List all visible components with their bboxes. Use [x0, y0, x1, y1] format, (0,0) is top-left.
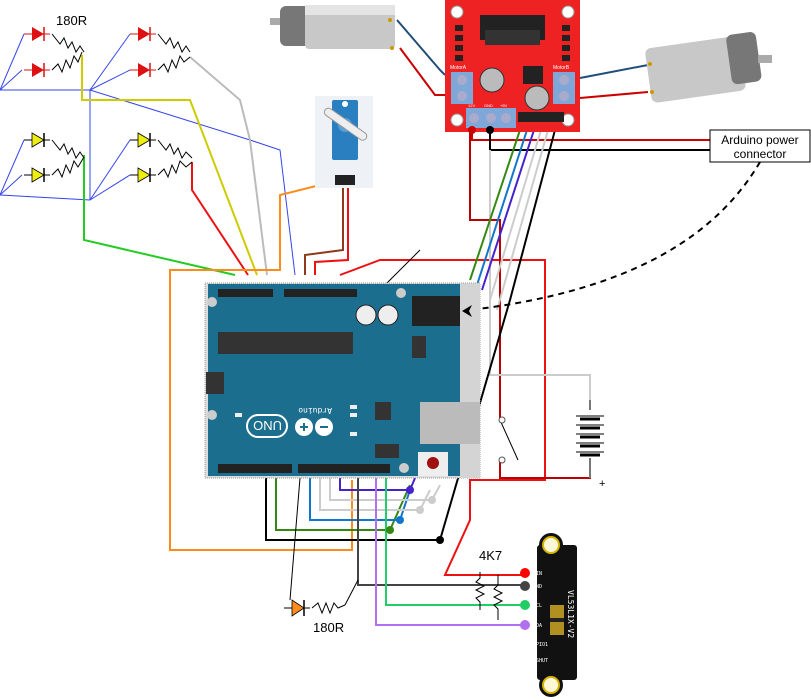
- motor-right: [645, 32, 772, 103]
- motor-left: [270, 5, 395, 50]
- led-orange: [284, 599, 346, 617]
- terminal-gnd-label: GND: [484, 103, 493, 108]
- sensor-pin-gpio1: GPIO1: [533, 642, 548, 648]
- wire-motor-left-blue: [396, 19, 446, 76]
- wire-red-5v: [339, 259, 546, 576]
- wire-motor-left-red: [399, 47, 445, 96]
- terminal-12v-label: 12V: [468, 103, 475, 108]
- wire-ena: [469, 129, 521, 281]
- arduino-uno-label: UNO: [253, 418, 282, 433]
- sensor-pin-sda: SDA: [533, 623, 542, 629]
- led-red-2: [24, 51, 83, 77]
- power-connector-label-2: connector: [734, 147, 787, 161]
- led-red-4: [130, 54, 191, 77]
- wire-gnd-led-res: [344, 579, 359, 606]
- wire-in2: [481, 129, 535, 291]
- wires: [0, 19, 761, 626]
- wire-red-led: [191, 162, 249, 276]
- sensor-pins: [520, 568, 530, 630]
- wire-green-bottom: [275, 478, 411, 531]
- pullup-label: 4K7: [479, 548, 502, 563]
- wire-in4: [496, 129, 549, 311]
- motor-b-label: MotorB: [553, 65, 570, 71]
- wire-orange: [169, 179, 353, 551]
- led-red-3: [130, 27, 191, 54]
- sensor-pin-gnd: GND: [533, 584, 542, 590]
- led-group: [24, 27, 346, 617]
- wire-black-gnd: [265, 478, 440, 541]
- arduino-board: [204, 282, 481, 479]
- arduino-brand-label: Arduino: [298, 406, 332, 415]
- battery-plus-label: +: [599, 478, 605, 490]
- wire-black-led: [289, 477, 301, 601]
- resistor-label-top: 180R: [56, 13, 87, 28]
- switch-contact-bottom: [498, 456, 506, 464]
- wire-gnd-sensor: [357, 478, 525, 586]
- arrow-head: [462, 305, 472, 317]
- switch: [499, 419, 519, 461]
- power-connector-dashed: [469, 161, 761, 311]
- motor-driver-board: [445, 0, 580, 134]
- led-red-1: [24, 27, 85, 54]
- wire-lightblue-bottom: [309, 478, 411, 521]
- led-yellow-1: [24, 132, 85, 160]
- wire-green: [83, 155, 236, 276]
- motor-a-label: MotorA: [450, 65, 467, 71]
- sensor-pin-scl: SCL: [533, 603, 542, 609]
- wire-motor-right-blue: [579, 64, 649, 79]
- battery: [576, 400, 604, 478]
- led-yellow-4: [130, 160, 193, 183]
- wire-yellow: [81, 55, 258, 276]
- sensor-name-label: VL53L1X-V2: [566, 590, 575, 638]
- led-yellow-3: [130, 132, 193, 160]
- wire-12v-battery: [469, 130, 501, 420]
- wire-brown: [304, 185, 344, 275]
- led-yellow-2: [24, 156, 85, 183]
- wire-in3: [489, 129, 542, 301]
- wire-red-servo: [314, 185, 349, 275]
- wire-scl: [385, 478, 525, 606]
- tof-sensor-board: [537, 533, 577, 697]
- power-connector-box: [709, 129, 811, 163]
- power-connector-label-1: Arduino power: [721, 133, 798, 147]
- servo-motor: [315, 96, 373, 188]
- sensor-pin-vin: VIN: [533, 571, 542, 577]
- led-ground-wires: [0, 33, 296, 276]
- wire-in1: [476, 129, 528, 286]
- wire-gray: [189, 56, 268, 276]
- switch-contact-top: [498, 416, 506, 424]
- wire-sda: [375, 478, 525, 626]
- wire-gray-bottom-2: [329, 478, 441, 501]
- sensor-pin-xshut: XSHUT: [533, 658, 548, 664]
- resistor-label-bottom: 180R: [313, 620, 344, 635]
- junction-dots: [386, 486, 444, 544]
- wire-motor-right-red: [579, 91, 649, 99]
- terminal-5v-label: +5V: [500, 103, 508, 108]
- pullup-resistors: [474, 572, 504, 620]
